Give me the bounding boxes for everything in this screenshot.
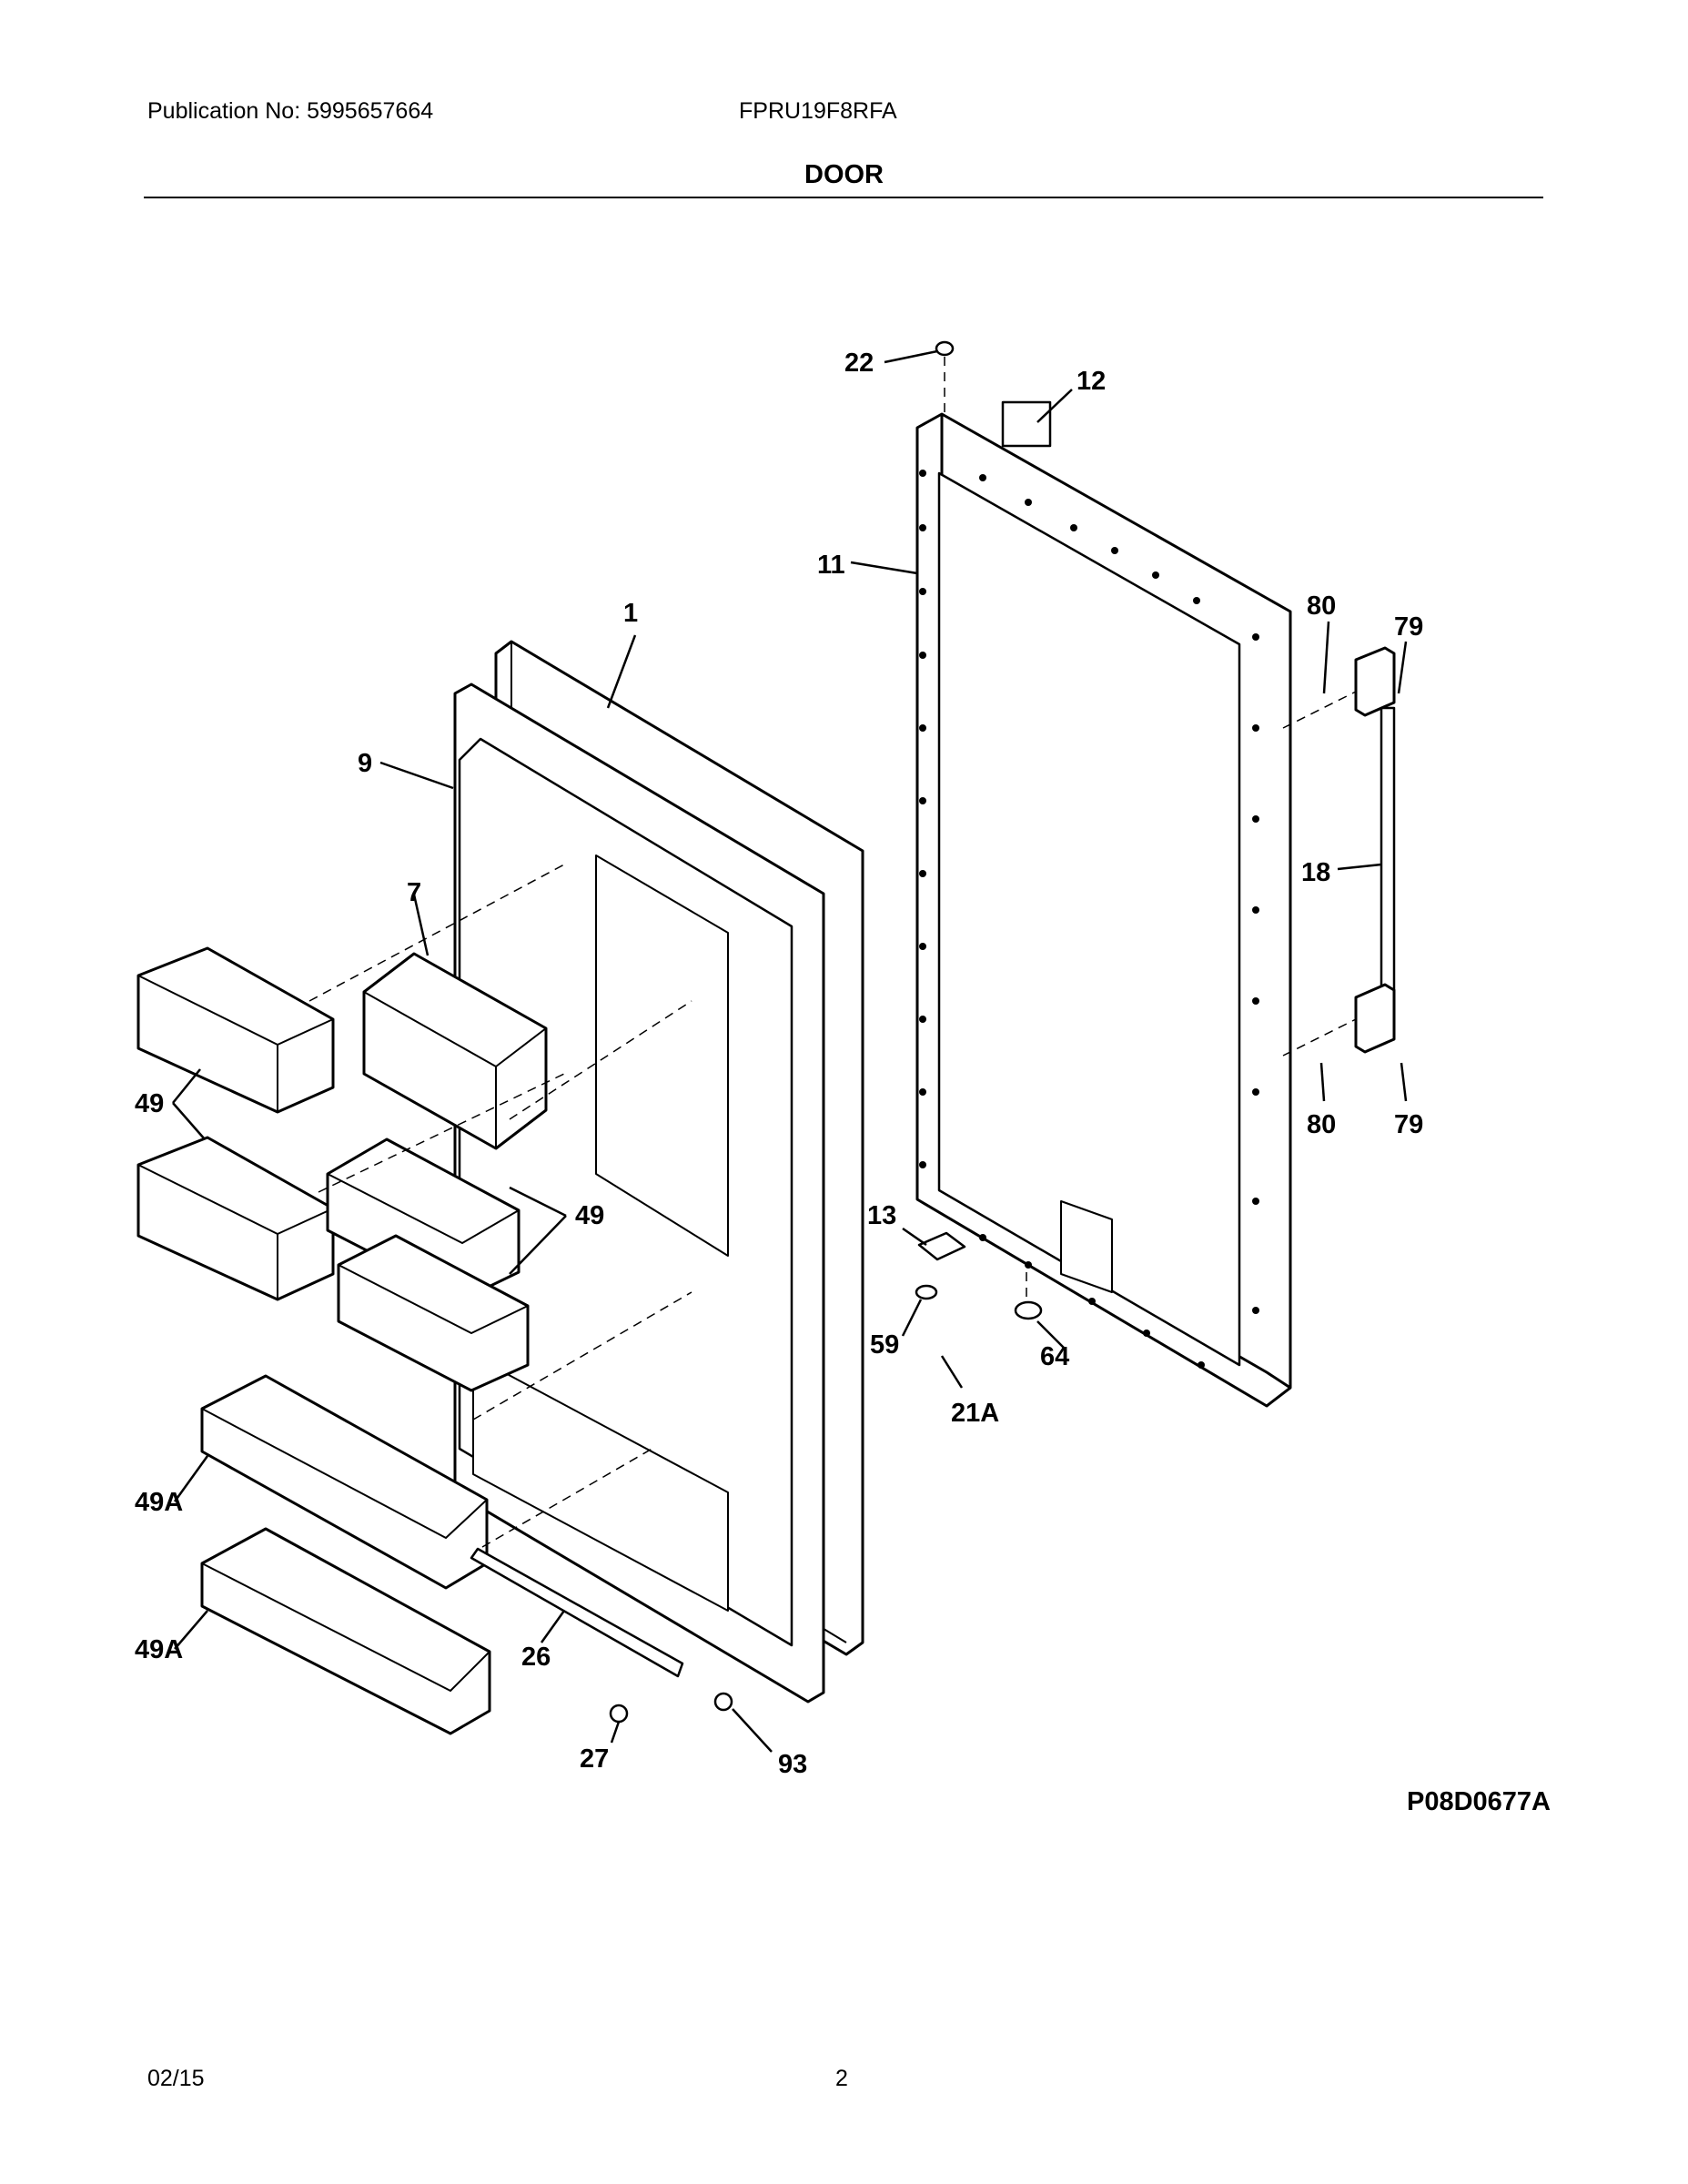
publication-number: Publication No: 5995657664: [147, 98, 434, 124]
diagram-code: P08D0677A: [1407, 1787, 1551, 1816]
publication-date: 02/15: [147, 2066, 205, 2091]
callout-49-left: 49: [135, 1089, 164, 1118]
top-cap: [935, 340, 955, 357]
callout-59: 59: [870, 1330, 899, 1360]
hole-plug: [1014, 1300, 1043, 1320]
model-number: FPRU19F8RFA: [739, 98, 897, 124]
callout-27: 27: [580, 1744, 609, 1774]
page-number: 2: [835, 2066, 848, 2091]
shelf-49a-lower: [200, 1527, 491, 1735]
leader-lines: [172, 349, 1408, 1753]
callout-49a-upper: 49A: [135, 1488, 183, 1517]
header-rule: [144, 197, 1543, 198]
callout-49a-lower: 49A: [135, 1635, 183, 1664]
callout-21a: 21A: [951, 1399, 999, 1428]
callout-79-bottom: 79: [1394, 1110, 1423, 1139]
panel-holes: [919, 470, 1259, 1369]
callout-12: 12: [1076, 367, 1106, 396]
callout-18: 18: [1301, 858, 1330, 887]
callout-13: 13: [867, 1201, 896, 1230]
callout-labels: 22 12 11 1 80 79 9 7 18 49 49 13 59 64 2…: [135, 349, 1423, 1779]
bin-lower-center: [337, 1234, 530, 1392]
callout-93: 93: [778, 1750, 807, 1779]
callout-79-top: 79: [1394, 612, 1423, 642]
callout-1: 1: [623, 599, 638, 628]
bin-upper-left: [136, 946, 335, 1114]
fastener-27: [609, 1704, 629, 1724]
callout-7: 7: [407, 878, 421, 907]
bin-mid-left: [136, 1136, 335, 1301]
door-handle: [1354, 646, 1396, 1054]
cover-label: [1001, 400, 1052, 448]
callout-9: 9: [358, 749, 372, 778]
hinge-pin: [915, 1284, 938, 1300]
bin-mid-center: [326, 1138, 521, 1301]
page-title: DOOR: [804, 160, 884, 189]
callout-80-bottom: 80: [1307, 1110, 1336, 1139]
callout-64: 64: [1040, 1342, 1069, 1371]
outer-door-panel: [915, 412, 1292, 1408]
fastener-93: [713, 1692, 733, 1712]
callout-49-right: 49: [575, 1201, 604, 1230]
callout-11: 11: [817, 551, 845, 580]
callout-22: 22: [844, 349, 874, 378]
dairy-bin: [362, 952, 548, 1150]
hinge-bracket: [917, 1231, 966, 1261]
callout-80-top: 80: [1307, 592, 1336, 621]
assembly-lines: [308, 357, 1357, 1548]
callout-26: 26: [521, 1643, 551, 1672]
trim-strip: [470, 1547, 684, 1678]
